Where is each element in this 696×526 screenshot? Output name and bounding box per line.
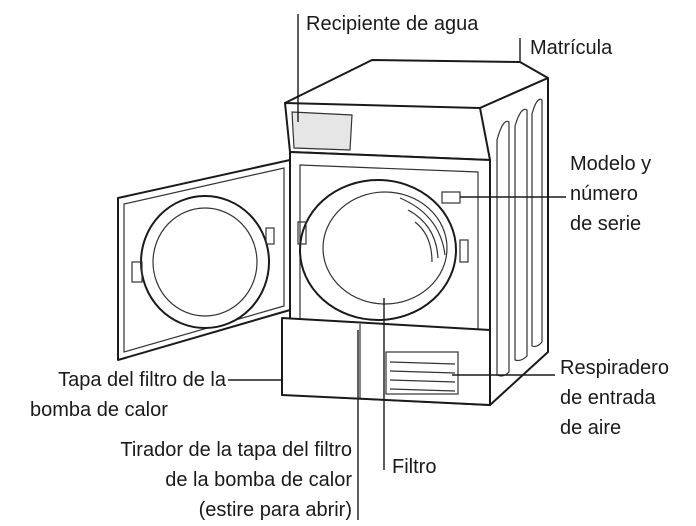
label-model-serial-3: de serie: [570, 213, 642, 235]
door-inner-frame: [123, 167, 285, 353]
side-rib-2: [514, 108, 528, 362]
door-window: [140, 195, 270, 329]
side-rib-3: [531, 98, 543, 348]
label-model-serial-2: número: [570, 183, 638, 205]
air-inlet-vent: [385, 351, 459, 395]
label-cover-handle-1: Tirador de la tapa del filtro: [120, 439, 352, 461]
label-air-inlet-1: Respiradero: [560, 357, 669, 379]
label-air-inlet-2: de entrada: [560, 387, 656, 409]
label-rating-plate: Matrícula: [530, 37, 613, 59]
label-heat-pump-cover-2: bomba de calor: [30, 399, 168, 421]
drum-ribs: [399, 197, 446, 263]
label-water-container: Recipiente de agua: [306, 13, 479, 35]
hinge-right: [459, 239, 469, 263]
label-cover-handle-2: de la bomba de calor: [165, 469, 352, 491]
drum-inner: [322, 191, 448, 305]
label-model-serial-1: Modelo y: [570, 153, 652, 175]
door-hinge-tab: [265, 227, 275, 245]
side-rib-1: [496, 120, 510, 377]
door-latch: [131, 261, 143, 283]
water-container-drawer: [291, 111, 353, 151]
label-air-inlet-3: de aire: [560, 417, 622, 439]
hinge-left: [297, 221, 307, 245]
door-window-inner: [152, 207, 258, 317]
label-heat-pump-cover-1: Tapa del filtro de la: [58, 369, 226, 391]
label-cover-handle-3: (estire para abrir): [198, 499, 352, 521]
label-filter: Filtro: [392, 456, 437, 478]
